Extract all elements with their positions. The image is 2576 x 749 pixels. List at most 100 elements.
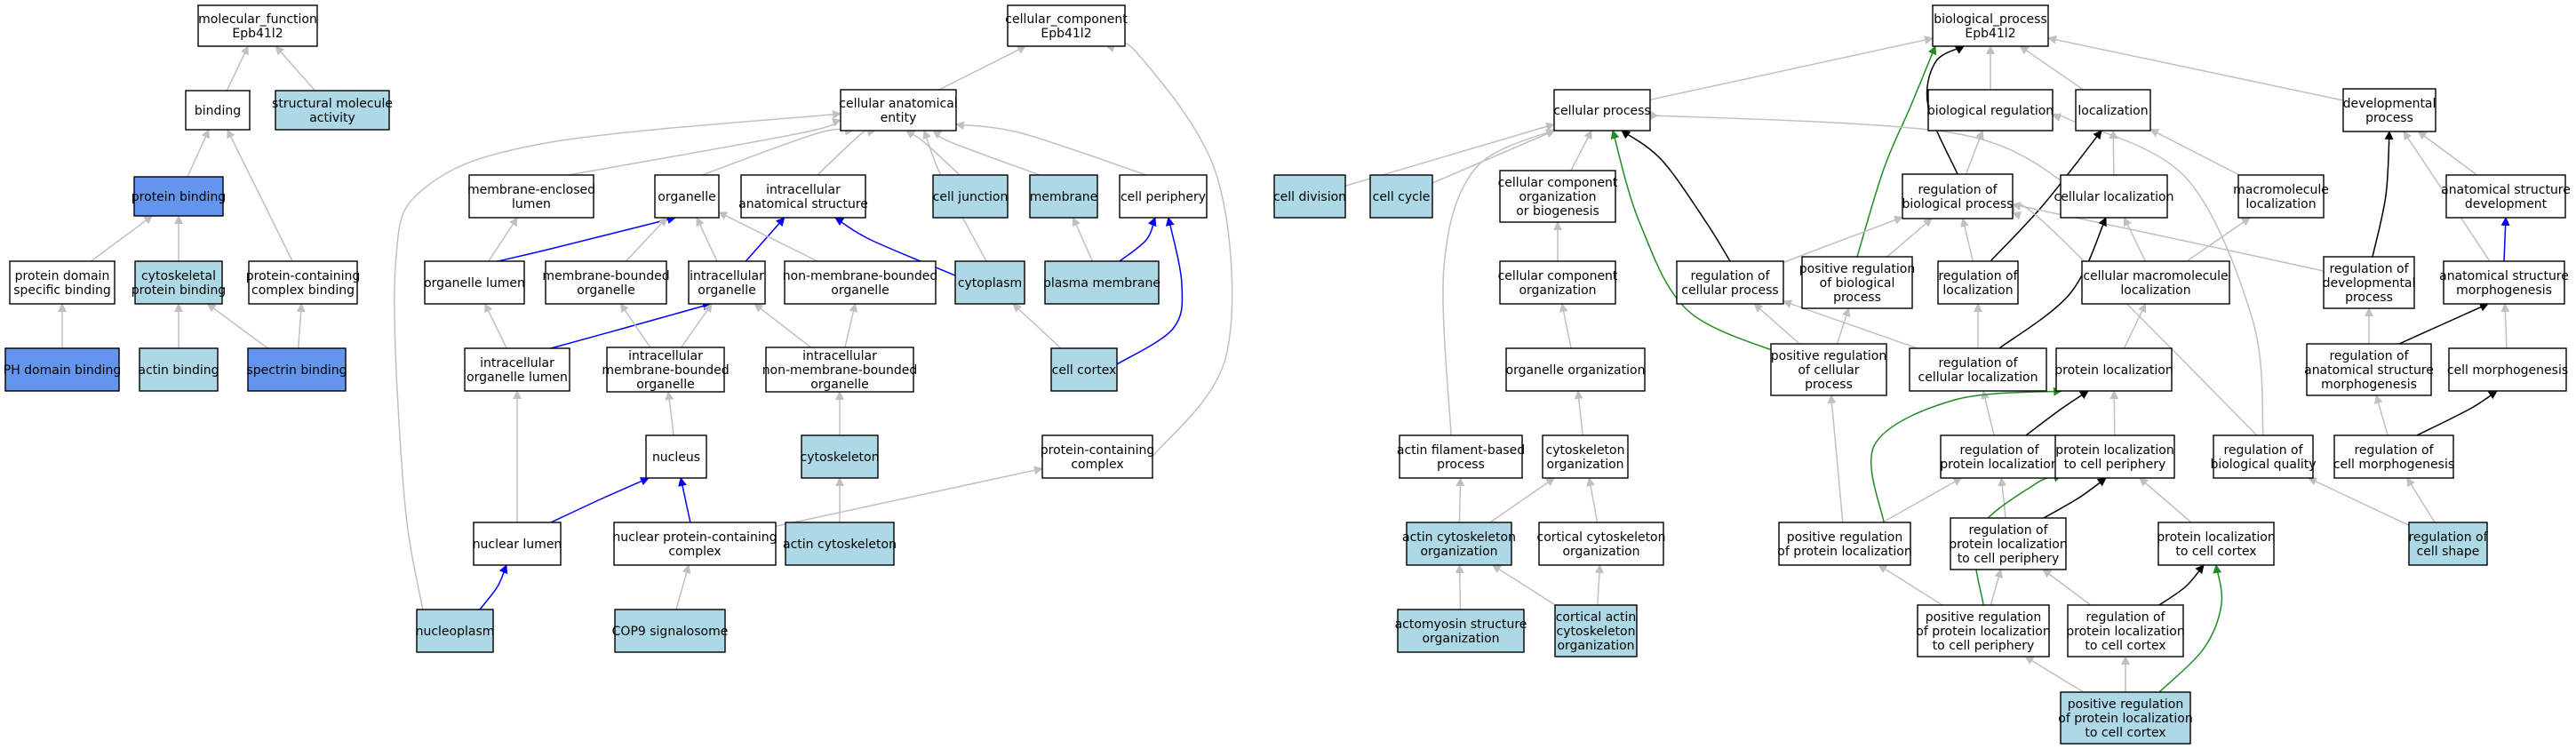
node-cellperiph[interactable]: cell periphery — [1119, 174, 1208, 219]
node-label-icorglumen-0: intracellular — [480, 356, 554, 371]
edge-isa-regbioproc-to-bioreg — [1965, 130, 1984, 175]
node-celldiv[interactable]: cell division — [1273, 174, 1346, 219]
node-label-protloc-0: protein localization — [2054, 363, 2173, 378]
node-ph[interactable]: PH domain binding — [4, 347, 122, 392]
node-cellproc[interactable]: cellular process — [1553, 89, 1651, 131]
node-label-regbioproc-0: regulation of — [1918, 183, 1998, 197]
node-label-memenc-1: lumen — [512, 197, 551, 211]
node-label-anatdev-1: development — [2465, 197, 2548, 211]
node-cellcortex[interactable]: cell cortex — [1050, 347, 1118, 392]
node-cytoplasm[interactable]: cytoplasm — [954, 260, 1025, 305]
node-label-nonmem-1: organelle — [831, 283, 889, 298]
node-cellmorph[interactable]: cell morphogenesis — [2447, 347, 2568, 392]
node-icnonmem[interactable]: intracellularnon-membrane-boundedorganel… — [762, 347, 918, 393]
node-label-cellmacroloc-0: cellular macromolecule — [2083, 269, 2228, 283]
node-label-regcellloc-1: cellular localization — [1918, 371, 2038, 385]
node-membrane[interactable]: membrane — [1029, 174, 1098, 219]
node-label-protcomplexbind-1: complex binding — [251, 283, 355, 298]
node-box-protloc — [2055, 347, 2173, 392]
node-actinbind[interactable]: actin binding — [138, 347, 219, 392]
node-cellloc[interactable]: cellular localization — [2054, 174, 2174, 219]
node-box-icnonmem — [765, 347, 914, 393]
node-box-cop9 — [614, 609, 726, 653]
node-protbind[interactable]: protein binding — [132, 176, 226, 217]
node-protloc[interactable]: protein localization — [2054, 347, 2173, 392]
node-plasmamem[interactable]: plasma membrane — [1043, 260, 1160, 305]
edge-isa-plasmamem-to-membrane — [1072, 217, 1094, 262]
node-label-cellloc-0: cellular localization — [2054, 190, 2174, 204]
node-cytoskeleton[interactable]: cytoskeleton — [801, 434, 880, 479]
node-bioreg[interactable]: biological regulation — [1927, 89, 2054, 131]
node-celljunc[interactable]: cell junction — [932, 174, 1009, 219]
node-label-protcomplex-0: protein-containing — [1041, 443, 1154, 458]
node-nucleus[interactable]: nucleus — [645, 434, 707, 479]
node-binding[interactable]: binding — [185, 90, 251, 131]
node-label-cellcortex-0: cell cortex — [1052, 363, 1117, 378]
node-label-corticalactin-1: cytoskeleton — [1557, 625, 1636, 639]
edge-partof-nuclumen-to-nucleus — [546, 477, 650, 525]
node-orgorg[interactable]: organelle organization — [1505, 347, 1646, 392]
node-nuclumen[interactable]: nuclear lumen — [473, 522, 562, 566]
edge-isa-pdomain-to-protbind — [90, 215, 154, 262]
node-spectrin[interactable]: spectrin binding — [246, 347, 347, 392]
node-cop9[interactable]: COP9 signalosome — [612, 609, 729, 653]
node-actincytosk[interactable]: actin cytoskeleton — [783, 522, 897, 566]
node-orglumen[interactable]: organelle lumen — [424, 260, 525, 305]
node-organelle[interactable]: organelle — [654, 174, 720, 219]
node-nucleoplasm[interactable]: nucleoplasm — [416, 609, 495, 653]
node-localization[interactable]: localization — [2075, 89, 2151, 131]
node-box-cellmacroloc — [2081, 260, 2230, 305]
edge-regulates-regprotloc-to-protloc — [2022, 390, 2089, 438]
node-cellcycle[interactable]: cell cycle — [1369, 174, 1433, 219]
